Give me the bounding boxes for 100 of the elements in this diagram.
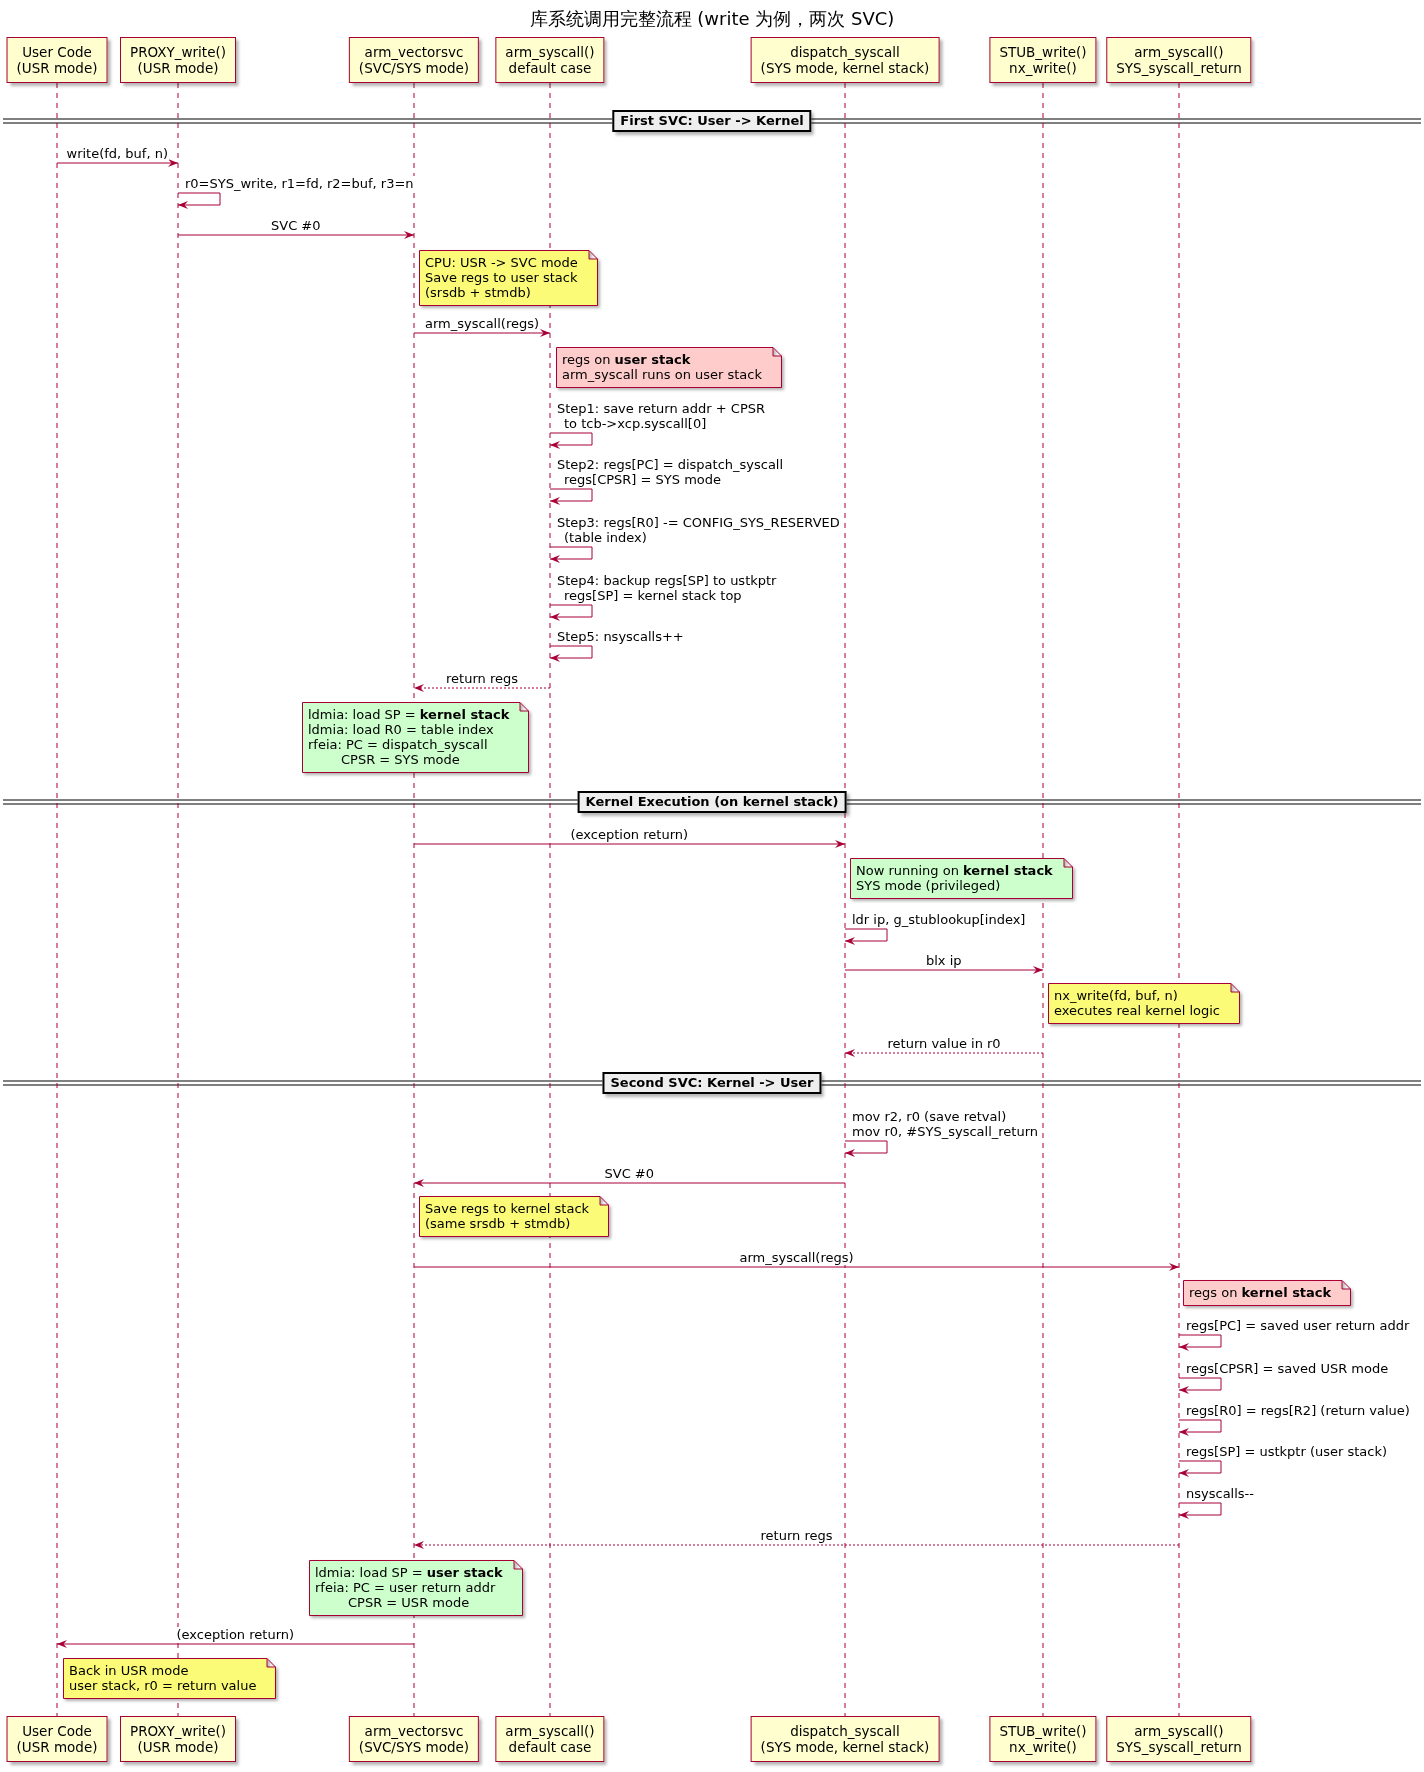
- note-text: regs on user stack: [562, 352, 692, 367]
- message-label: Step2: regs[PC] = dispatch_syscall regs[CPSR] = SYS mode: [556, 457, 785, 487]
- note-text: arm_syscall runs on user stack: [562, 367, 762, 382]
- message-label: SVC #0: [603, 1166, 656, 1181]
- note-text: CPU: USR -> SVC mode: [425, 255, 578, 270]
- note-text: user stack, r0 = return value: [69, 1678, 257, 1693]
- message-label: (exception return): [569, 827, 690, 842]
- participant-box: [6, 37, 108, 83]
- message-label: mov r2, r0 (save retval) mov r0, #SYS_syscall_return: [851, 1109, 1039, 1139]
- message-label: nsyscalls--: [1185, 1486, 1255, 1501]
- note-text: SYS mode (privileged): [856, 878, 1002, 893]
- participant-subtitle: (USR mode): [136, 1739, 220, 1755]
- message-label: return value in r0: [886, 1036, 1002, 1051]
- lifeline: [844, 82, 846, 1717]
- diagram-title: 库系统调用完整流程 (write 为例，两次 SVC): [529, 8, 895, 30]
- note-text: CPSR = SYS mode: [340, 752, 461, 767]
- message-label: return regs: [759, 1528, 834, 1543]
- message-arrow: [413, 1263, 1180, 1271]
- message-label: Step1: save return addr + CPSR to tcb->xcp.syscall[0]: [556, 401, 766, 431]
- lifeline: [549, 82, 551, 1717]
- participant-subtitle: (USR mode): [16, 1739, 98, 1755]
- return-arrow: [413, 684, 551, 692]
- participant-box: [348, 1716, 480, 1762]
- self-message-arrow: [177, 192, 221, 209]
- message-label: regs[PC] = saved user return addr: [1185, 1318, 1411, 1333]
- message-label: (exception return): [175, 1627, 296, 1642]
- message-arrow: [56, 159, 179, 167]
- participant-name: User Code: [21, 44, 93, 60]
- message-arrow: [177, 231, 415, 239]
- participant-subtitle: (SVC/SYS mode): [358, 60, 470, 76]
- note: [302, 702, 530, 773]
- participant-name: PROXY_write(): [130, 44, 226, 60]
- note-text: regs on kernel stack: [1189, 1285, 1332, 1300]
- message-arrow: [413, 1179, 846, 1187]
- participant-box: [750, 1716, 940, 1762]
- return-arrow: [413, 1541, 1180, 1549]
- participant-name: PROXY_write(): [130, 1723, 226, 1739]
- participant-subtitle: nx_write(): [1008, 1739, 1078, 1755]
- note-text: ldmia: load SP = kernel stack: [308, 707, 510, 722]
- note: [556, 347, 782, 388]
- note: [419, 1196, 610, 1237]
- participant-subtitle: default case: [507, 1739, 593, 1755]
- self-message-arrow: [844, 1140, 888, 1157]
- self-message-arrow: [549, 546, 593, 563]
- participant-box: [750, 37, 940, 83]
- note: [63, 1658, 277, 1699]
- note-text: nx_write(fd, buf, n): [1054, 988, 1179, 1003]
- message-arrow: [844, 966, 1044, 974]
- participant-name: STUB_write(): [999, 1723, 1087, 1739]
- participant-box: [120, 37, 236, 83]
- participant-name: STUB_write(): [999, 44, 1087, 60]
- note-text: rfeia: PC = dispatch_syscall: [308, 737, 489, 752]
- lifeline: [177, 82, 179, 1717]
- message-label: ldr ip, g_stublookup[index]: [851, 912, 1027, 927]
- participant-name: dispatch_syscall: [789, 44, 901, 60]
- participant-box: [989, 37, 1097, 83]
- lifeline: [1178, 82, 1180, 1717]
- self-message-arrow: [549, 488, 593, 505]
- message-label: SVC #0: [270, 218, 322, 233]
- note-text: Now running on kernel stack: [856, 863, 1053, 878]
- participant-subtitle: (USR mode): [16, 60, 98, 76]
- self-message-arrow: [549, 604, 593, 621]
- participant-name: User Code: [21, 1723, 93, 1739]
- lifeline: [1042, 82, 1044, 1717]
- note: [1183, 1280, 1352, 1306]
- message-arrow: [413, 329, 551, 337]
- self-message-arrow: [844, 928, 888, 945]
- message-label: Step3: regs[R0] -= CONFIG_SYS_RESERVED (table index): [556, 515, 841, 545]
- note-text: (srsdb + stmdb): [425, 285, 532, 300]
- participant-name: arm_vectorsvc: [363, 44, 465, 60]
- participant-name: arm_vectorsvc: [363, 1723, 465, 1739]
- message-label: return regs: [445, 671, 519, 686]
- participant-subtitle: (SVC/SYS mode): [358, 1739, 470, 1755]
- message-label: regs[CPSR] = saved USR mode: [1185, 1361, 1390, 1376]
- participant-box: [495, 37, 605, 83]
- note-text: rfeia: PC = user return addr: [315, 1580, 497, 1595]
- message-arrow: [56, 1640, 415, 1648]
- participant-name: dispatch_syscall: [789, 1723, 901, 1739]
- message-label: blx ip: [925, 953, 963, 968]
- message-label: Step4: backup regs[SP] to ustkptr regs[SP] = kernel stack top: [556, 573, 778, 603]
- participant-name: arm_syscall(): [1133, 44, 1225, 60]
- note-text: executes real kernel logic: [1054, 1003, 1220, 1018]
- self-message-arrow: [549, 645, 593, 662]
- note-text: Save regs to kernel stack: [425, 1201, 590, 1216]
- self-message-arrow: [1178, 1502, 1222, 1519]
- note-text: (same srsdb + stmdb): [425, 1216, 572, 1231]
- message-label: arm_syscall(regs): [424, 316, 541, 331]
- message-label: regs[SP] = ustkptr (user stack): [1185, 1444, 1389, 1459]
- return-arrow: [844, 1049, 1044, 1057]
- participant-box: [348, 37, 480, 83]
- message-label: r0=SYS_write, r1=fd, r2=buf, r3=n: [184, 176, 415, 191]
- note-text: CPSR = USR mode: [347, 1595, 471, 1610]
- message-label: write(fd, buf, n): [65, 146, 169, 161]
- self-message-arrow: [549, 432, 593, 449]
- note-text: Save regs to user stack: [425, 270, 578, 285]
- note: [309, 1560, 523, 1616]
- message-label: arm_syscall(regs): [738, 1250, 855, 1265]
- note-text: Back in USR mode: [69, 1663, 190, 1678]
- note: [1048, 983, 1240, 1024]
- participant-box: [1106, 37, 1252, 83]
